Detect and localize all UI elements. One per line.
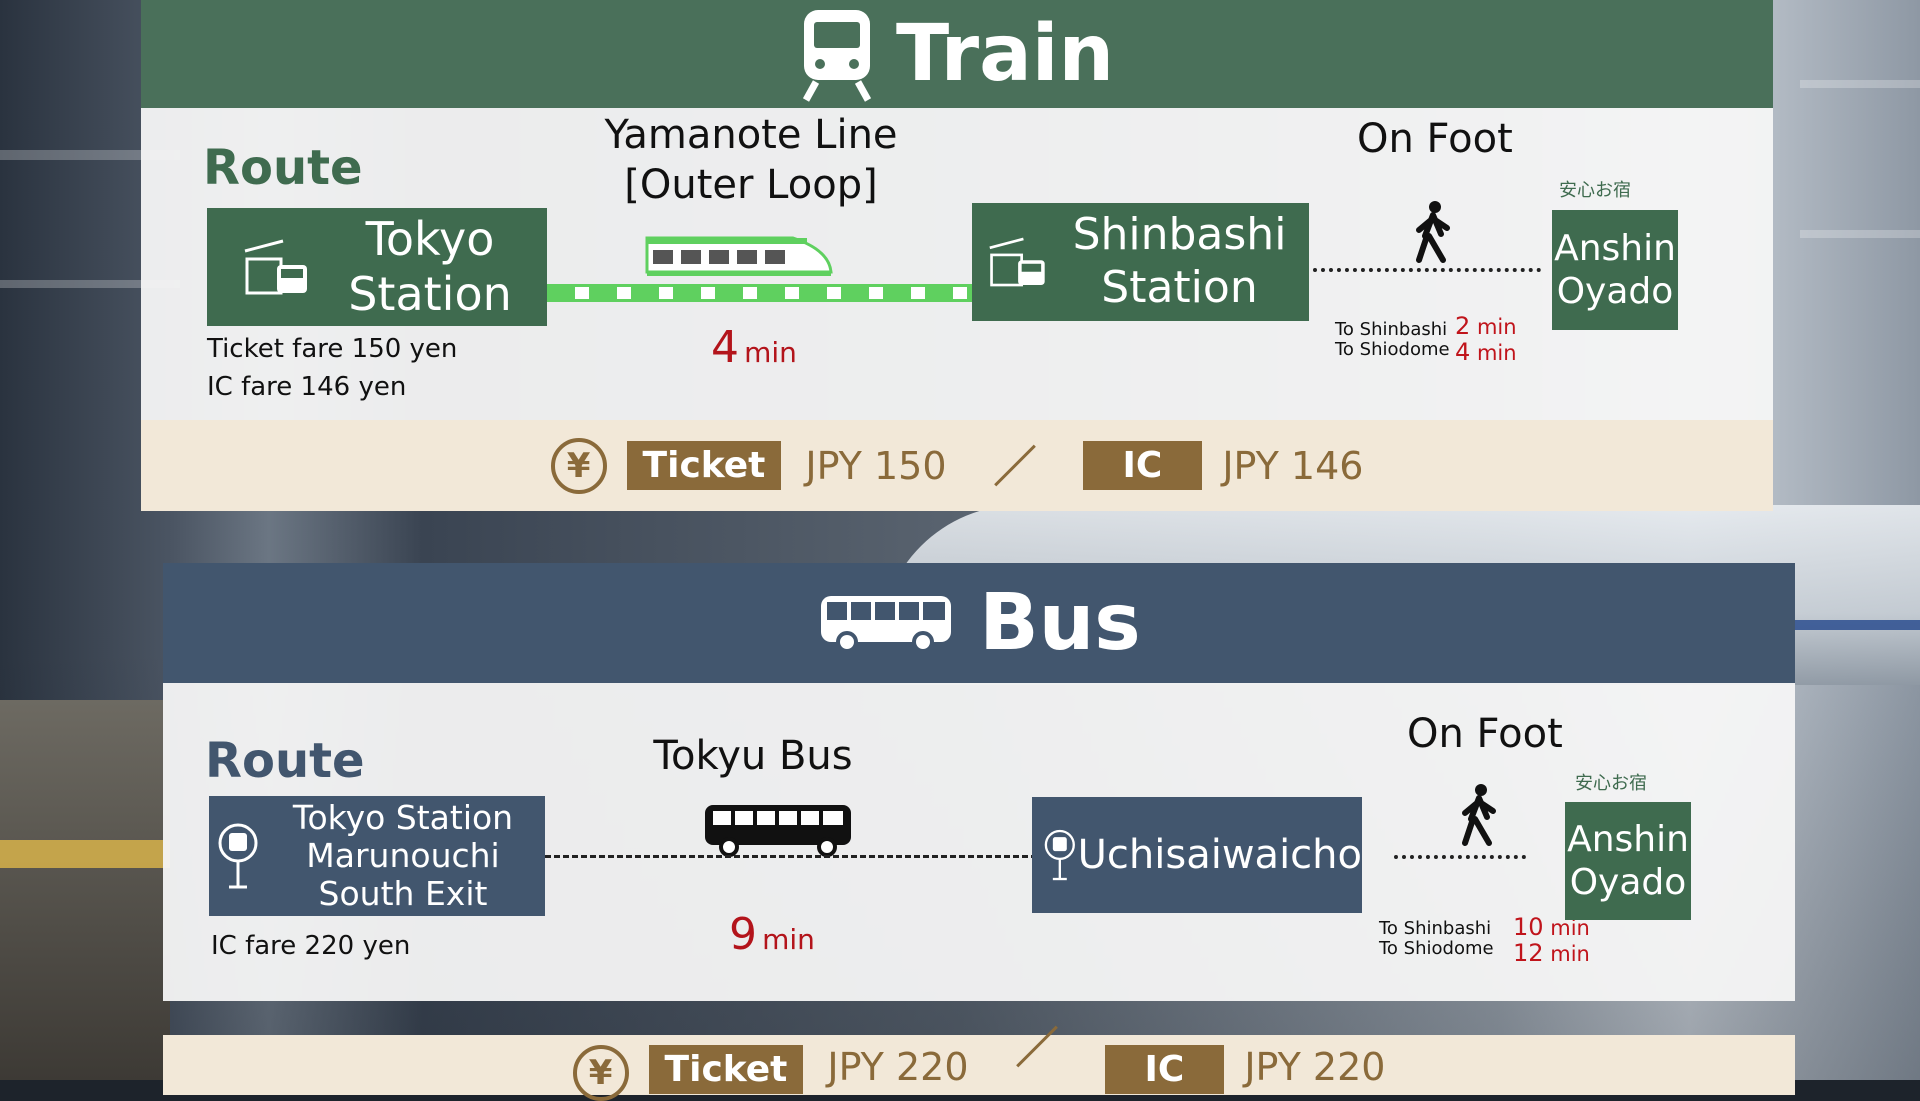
walking-person-icon (1462, 784, 1496, 846)
ic-fare-text: IC fare 220 yen (211, 931, 411, 961)
origin-line-2: Marunouchi (306, 836, 500, 876)
bus-title: Bus (979, 578, 1141, 668)
train-icon (802, 10, 872, 102)
transfer-line-1: Shinbashi (1072, 209, 1287, 261)
transfer-line-2: Station (1101, 262, 1258, 313)
inn-logo: 安心お宿 (1575, 773, 1647, 794)
transfer-stop-name: Uchisaiwaicho (1077, 832, 1362, 878)
train-route-body: Route Tokyo Station Ticket fare 150 yen … (141, 108, 1773, 420)
fare-divider (993, 444, 1036, 487)
bus-ride-minutes: 9 min (729, 909, 815, 960)
train-ride-minutes: 4 min (711, 322, 797, 373)
bus-fare-bar: ¥ Ticket JPY 220 IC JPY 220 (163, 1025, 1795, 1101)
inn-line-1: Anshin (1567, 818, 1689, 860)
dest-shinbashi-label: To Shinbashi (1379, 918, 1492, 939)
walking-path (1394, 855, 1526, 859)
transfer-bus-stop-box: Uchisaiwaicho (1032, 797, 1362, 913)
dest-shiodome-time: 4 min (1455, 338, 1517, 366)
bus-route-line (545, 855, 1055, 858)
bus-header: Bus (163, 563, 1795, 683)
origin-line-3: South Exit (318, 873, 488, 913)
bus-stop-icon (218, 823, 258, 889)
yen-icon: ¥ (550, 437, 607, 494)
ticket-fare-value: JPY 220 (827, 1045, 969, 1089)
dest-shiodome-label: To Shiodome (1335, 339, 1450, 360)
on-foot-label: On Foot (1357, 116, 1513, 162)
inn-line-1: Anshin (1554, 227, 1676, 269)
inn-box: Anshin Oyado (1565, 802, 1691, 920)
inn-line-2: Oyado (1556, 271, 1674, 312)
ticket-fare-tag: Ticket (648, 1045, 804, 1094)
station-icon (244, 239, 307, 295)
dest-shiodome-time: 12 min (1513, 939, 1590, 967)
bus-panel: Bus Route Tokyo Station Marunouchi South… (163, 563, 1795, 1101)
transfer-station-box: Shinbashi Station (972, 203, 1309, 321)
dest-shinbashi-time: 10 min (1513, 913, 1590, 941)
dest-shiodome-label: To Shiodome (1379, 938, 1494, 959)
dest-shinbashi-time: 2 min (1455, 312, 1517, 340)
ic-fare-value: JPY 146 (1222, 443, 1364, 488)
origin-bus-stop-box: Tokyo Station Marunouchi South Exit (209, 796, 545, 916)
train-title: Train (895, 9, 1114, 99)
train-fare-bar: ¥ Ticket JPY 150 IC JPY 146 (141, 420, 1773, 511)
origin-line-1: Tokyo (365, 211, 495, 266)
inn-line-2: Oyado (1569, 862, 1687, 903)
ic-fare-text: IC fare 146 yen (207, 372, 407, 402)
walking-person-icon (1416, 201, 1450, 263)
line-name-1: Yamanote Line (604, 112, 898, 158)
shinkansen-icon (645, 236, 833, 276)
ic-fare-tag: IC (1104, 1045, 1225, 1094)
origin-line-1: Tokyo Station (292, 798, 514, 838)
fare-divider (1015, 1025, 1058, 1068)
bus-icon (705, 805, 851, 857)
bus-line-name: Tokyu Bus (653, 733, 853, 779)
origin-line-2: Station (348, 267, 512, 321)
ticket-fare-text: Ticket fare 150 yen (207, 334, 458, 364)
ic-fare-tag: IC (1082, 441, 1203, 490)
bus-icon (821, 596, 952, 653)
bus-stop-icon (1044, 829, 1075, 881)
line-name-2: [Outer Loop] (624, 162, 878, 208)
station-icon (989, 237, 1045, 287)
origin-station-box: Tokyo Station (207, 208, 547, 326)
train-header: Train (141, 0, 1773, 108)
on-foot-label: On Foot (1407, 711, 1563, 757)
train-panel: Train Route Tokyo Station Ticket fare 15… (141, 0, 1773, 511)
ticket-fare-value: JPY 150 (805, 443, 947, 488)
ic-fare-value: JPY 220 (1244, 1045, 1386, 1089)
route-label: Route (205, 733, 365, 789)
dest-shinbashi-label: To Shinbashi (1335, 319, 1448, 340)
inn-box: Anshin Oyado (1552, 210, 1678, 330)
walking-path (1313, 268, 1541, 272)
train-track-line (547, 284, 975, 302)
bus-route-body: Route Tokyo Station Marunouchi South Exi… (163, 683, 1795, 1001)
inn-logo: 安心お宿 (1559, 180, 1631, 201)
yen-icon: ¥ (572, 1045, 629, 1101)
ticket-fare-tag: Ticket (626, 441, 782, 490)
route-label: Route (203, 140, 363, 196)
